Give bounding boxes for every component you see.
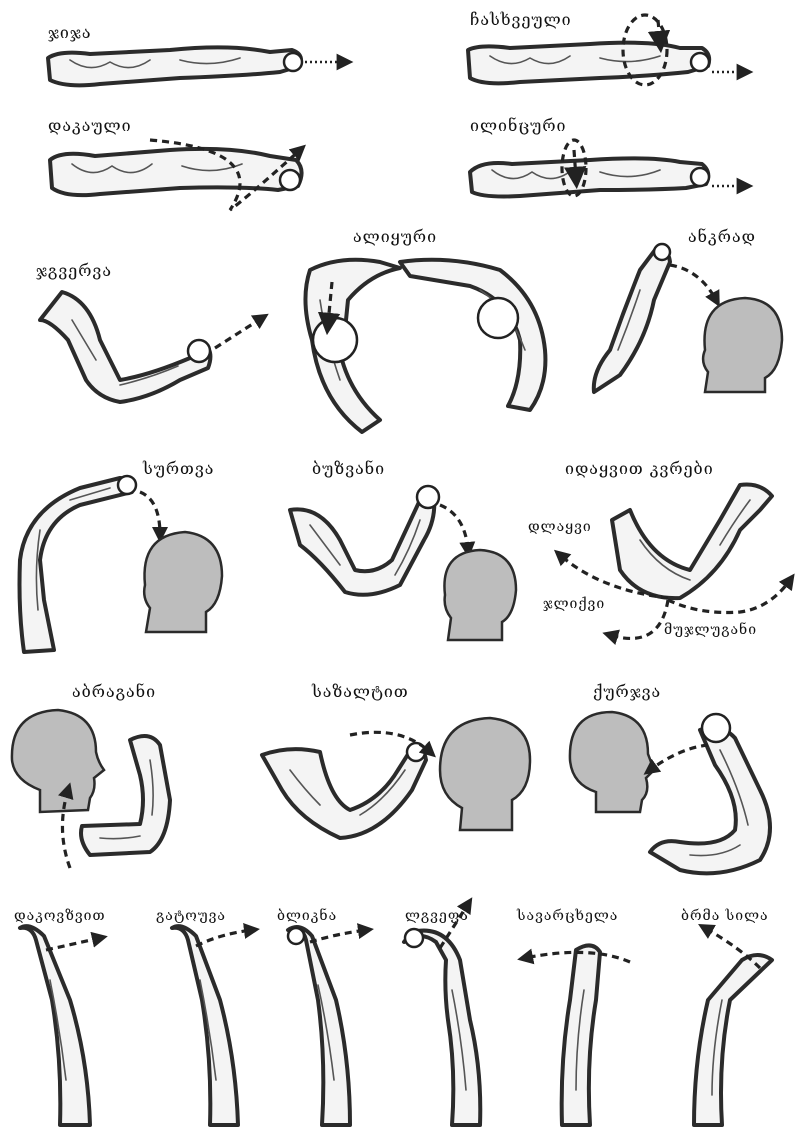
head-silhouette-icon <box>12 710 104 812</box>
arm-icon <box>50 149 302 195</box>
head-silhouette-icon <box>570 712 654 812</box>
figure-uppercut: აბრაგანი <box>12 682 170 868</box>
label-blind-slap: ბრმა სილა <box>681 907 769 924</box>
dashed-arrow-icon <box>215 318 262 348</box>
arm-icon <box>694 955 772 1125</box>
arm-icon <box>20 926 90 1125</box>
figure-backhand-swing: სავარცხელა <box>516 907 630 1125</box>
label-jolt: ჯგვერვა <box>36 261 112 280</box>
figure-back-hand: გატოუვა <box>156 908 252 1125</box>
fist-icon <box>288 928 304 944</box>
label-corkscrew: ილინცური <box>470 116 566 135</box>
figure-jab: ჯიჯა <box>48 23 345 85</box>
figure-hammer: ქურჯვა <box>570 682 770 873</box>
label-wrist-hit: ბლიკნა <box>277 906 337 924</box>
label-overhand: ბუზვანი <box>312 459 385 478</box>
arm-icon <box>48 47 302 85</box>
fist-icon <box>405 929 423 947</box>
label-cross-straight: ჩასხვეული <box>470 10 572 29</box>
label-alliance: ალიყური <box>353 227 437 246</box>
label-hammer: ქურჯვა <box>593 682 661 701</box>
arm-icon <box>290 486 439 595</box>
arm-icon <box>172 926 238 1125</box>
arm-icon <box>468 43 709 84</box>
label-backhand-swing: სავარცხელა <box>516 907 618 924</box>
label-body-side: საზალტით <box>311 682 409 701</box>
label-elbow-up: დლაყვი <box>528 519 592 535</box>
head-silhouette-icon <box>440 718 530 830</box>
fist-icon <box>691 168 709 186</box>
figure-palm-hit: დაკოვზვით <box>14 907 106 1125</box>
head-silhouette-icon <box>444 550 516 640</box>
figure-cross-straight: ჩასხვეული <box>468 10 745 85</box>
arm-icon <box>288 927 350 1125</box>
arm-icon <box>404 929 480 1125</box>
arm-icon <box>594 244 670 392</box>
label-uppercut: აბრაგანი <box>72 682 156 701</box>
fist-icon <box>417 486 439 508</box>
label-elbow-down: ჯლიქვი <box>543 595 605 612</box>
label-hook-hand: დაკაული <box>48 116 132 135</box>
arm-icon <box>20 476 137 652</box>
head-silhouette-icon <box>144 532 222 632</box>
figure-corkscrew: ილინცური <box>470 116 745 197</box>
fist-icon <box>691 53 709 71</box>
figure-instant: ანკრად <box>594 227 782 392</box>
fist-icon <box>118 476 136 494</box>
dashed-arrow-icon <box>196 930 252 946</box>
figure-hook-hand: დაკაული <box>48 116 302 210</box>
figure-overhand: ბუზვანი <box>290 459 516 640</box>
figure-body-side: საზალტით <box>262 682 530 838</box>
label-elbow-back: მუჯლუგანი <box>664 620 757 638</box>
arm-icon <box>562 945 600 1125</box>
arm-icon <box>262 743 426 838</box>
figure-elbow-strikes: იდაყვით კვრები დლაყვი ჯლიქვი მუჯლუგანი <box>528 459 790 638</box>
figure-jolt: ჯგვერვა <box>36 261 262 402</box>
figure-alliance: ალიყური <box>305 227 545 432</box>
head-silhouette-icon <box>703 298 782 392</box>
figure-swing: სურთვა <box>20 459 223 652</box>
figure-blind-slap: ბრმა სილა <box>681 907 772 1125</box>
fist-icon <box>188 340 210 362</box>
label-elbow-strikes: იდაყვით კვრები <box>565 459 714 478</box>
fist-icon <box>284 53 302 71</box>
arm-icon <box>650 714 770 873</box>
label-palm-hit: დაკოვზვით <box>14 907 106 924</box>
label-swing: სურთვა <box>142 459 214 478</box>
dashed-arrow-icon <box>440 505 468 550</box>
fist-icon <box>702 714 730 742</box>
arm-icon <box>612 484 772 598</box>
dashed-arrow-icon <box>310 930 366 942</box>
label-instant: ანკრად <box>688 227 756 246</box>
dashed-arrow-icon <box>140 492 160 535</box>
dashed-arrow-icon <box>650 745 708 770</box>
label-back-hand: გატოუვა <box>156 908 226 924</box>
arm-icon <box>40 292 210 402</box>
fist-icon <box>654 244 670 260</box>
label-jab: ჯიჯა <box>48 23 91 42</box>
dashed-arrow-icon <box>670 265 716 300</box>
dashed-arrow-icon <box>46 938 100 950</box>
arm-icon <box>470 158 709 196</box>
fist-icon <box>280 170 300 190</box>
figure-bent-wrist: ლგვეფა <box>404 904 480 1125</box>
figure-wrist-hit: ბლიკნა <box>277 906 366 1125</box>
